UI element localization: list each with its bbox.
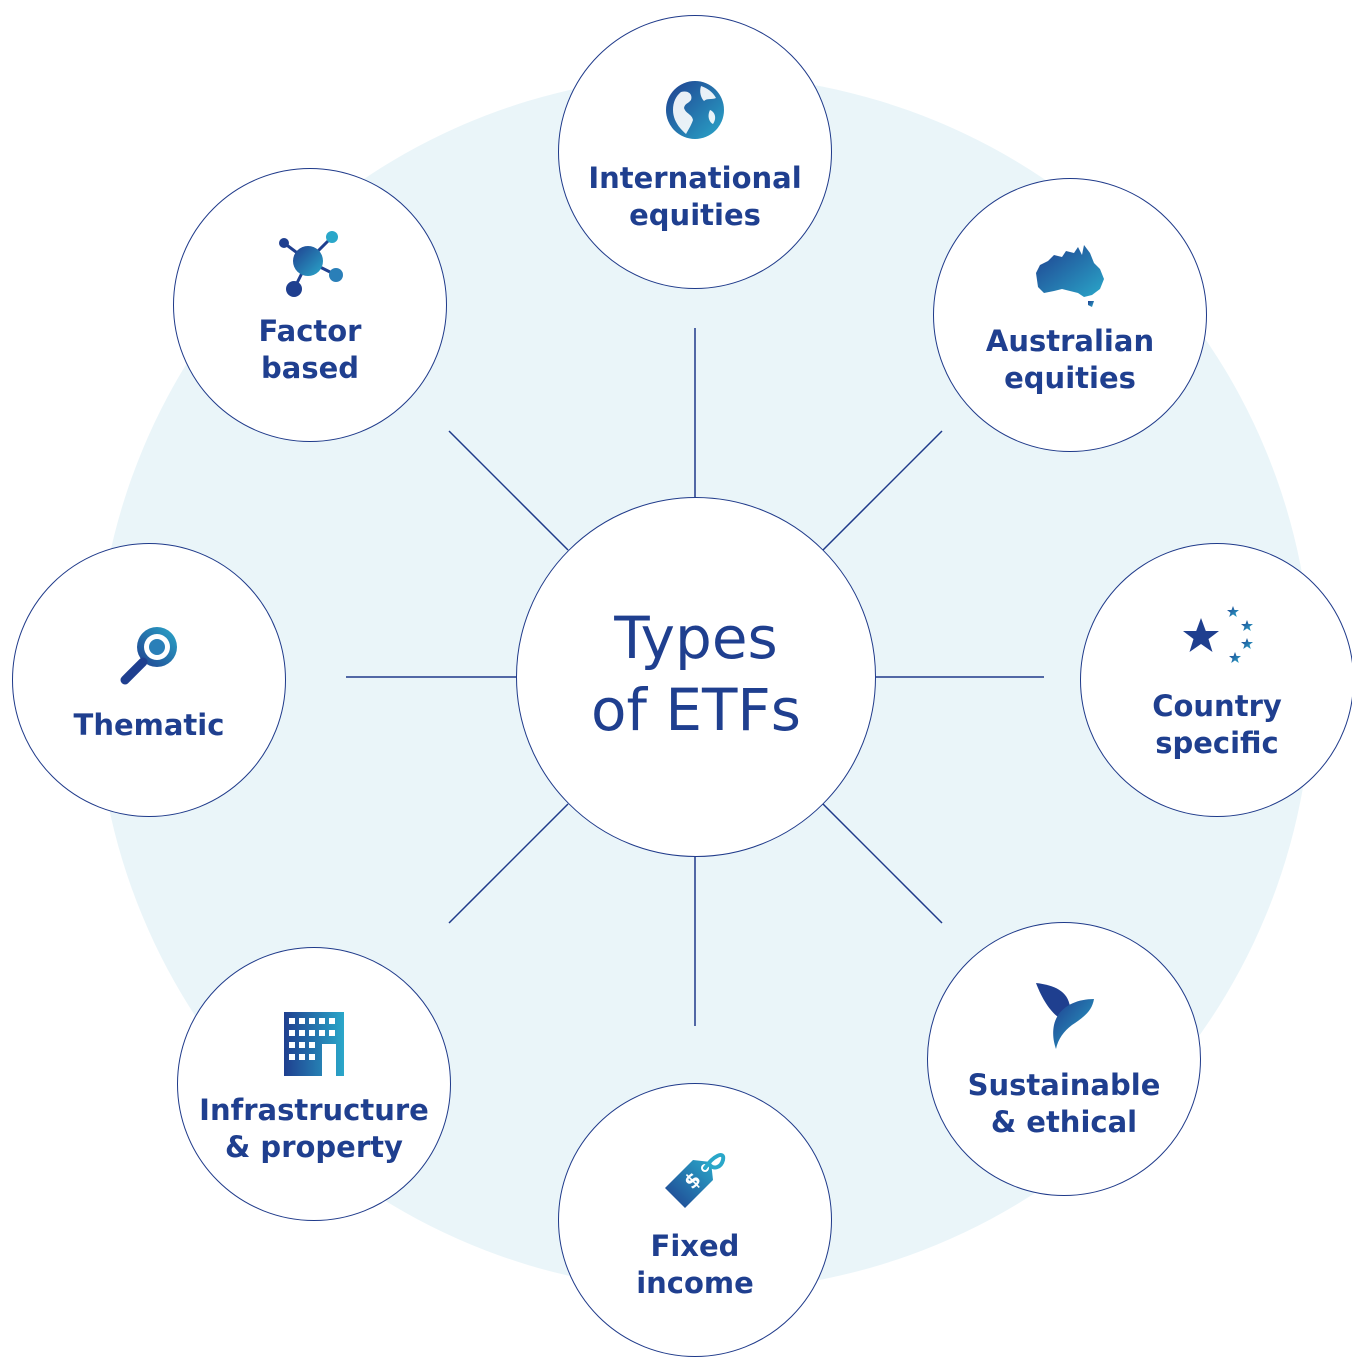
node-label: Thematic [73,707,225,742]
globe-icon [666,81,724,139]
building-icon [284,1012,344,1076]
node-australian-equities: Australian equities [933,178,1207,452]
node-thematic: Thematic [12,543,286,817]
node-country-specific: Country specific [1080,543,1352,817]
stars-flag-icon [1183,606,1253,663]
magnifier-icon [120,626,177,684]
price-tag-dollar-icon: $ [665,1153,726,1208]
australia-map-icon [1036,245,1104,307]
node-label: Fixed income [636,1229,754,1300]
leaf-icon [1036,983,1094,1049]
node-label: Sustainable & ethical [967,1068,1161,1139]
node-international-equities: International equities [558,15,832,289]
node-sustainable-ethical: Sustainable & ethical [927,922,1201,1196]
molecule-network-icon [279,231,343,297]
connector-line [448,803,569,924]
node-factor-based: Factor based [173,168,447,442]
connector-line [448,430,569,551]
connector-line [822,803,943,924]
center-hub: Types of ETFs [516,497,876,857]
node-label: Factor based [258,314,362,385]
node-fixed-income: $ Fixed income [558,1083,832,1357]
node-label: Australian equities [985,324,1155,395]
connector-line [822,430,943,551]
node-label: Country specific [1152,689,1282,760]
node-label: International equities [588,161,802,232]
node-label: Infrastructure & property [199,1093,429,1164]
center-title: Types of ETFs [591,604,801,744]
node-infrastructure-property: Infrastructure & property [177,947,451,1221]
